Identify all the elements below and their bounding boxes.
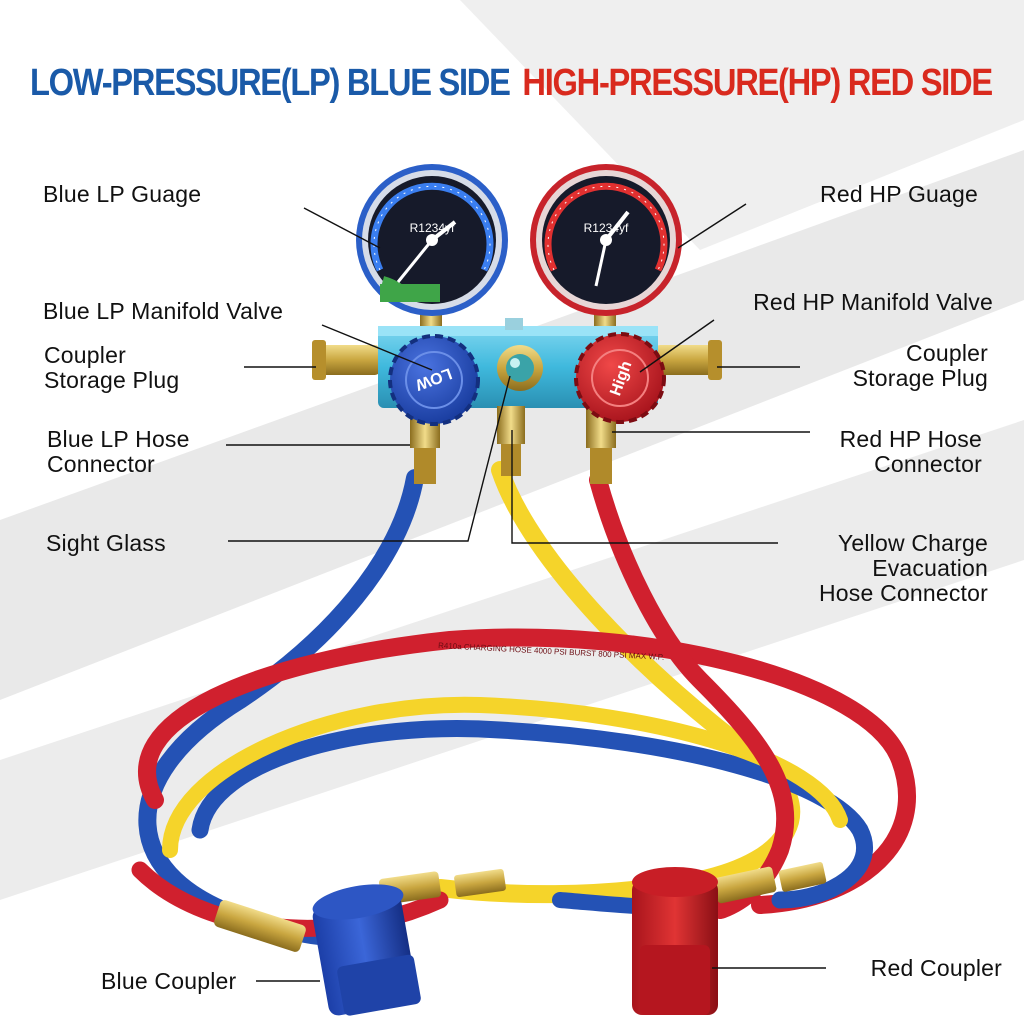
coupler-fittings	[214, 862, 827, 952]
label-blue-lp-manifold-valve: Blue LP Manifold Valve	[43, 298, 284, 324]
red-coupler	[632, 867, 718, 1015]
lp-gauge-refrigerant-text: R1234yf	[410, 221, 455, 235]
label-red-coupler: Red Coupler	[870, 955, 1002, 981]
label-line: Coupler	[906, 340, 988, 366]
blue-coupler	[312, 884, 421, 1016]
label-blue-lp-gauge: Blue LP Guage	[43, 181, 202, 207]
heading-low-pressure-side: LOW-PRESSURE(LP) BLUE SIDE	[30, 62, 511, 104]
label-coupler-storage-plug-right: Coupler Storage Plug	[853, 341, 988, 391]
label-line: Blue LP Hose	[47, 426, 190, 452]
label-line: Storage Plug	[852, 365, 988, 391]
label-line: Hose Connector	[819, 580, 988, 606]
label-red-hp-manifold-valve: Red HP Manifold Valve	[753, 289, 993, 315]
label-blue-lp-hose-connector: Blue LP Hose Connector	[47, 427, 190, 477]
label-sight-glass: Sight Glass	[46, 530, 166, 556]
label-line: Storage Plug	[44, 367, 180, 393]
leader-lines	[226, 203, 826, 982]
hp-gauge-refrigerant-text: R1234yf	[584, 221, 629, 235]
red-hp-gauge	[530, 164, 682, 316]
heading-high-pressure-side: HIGH-PRESSURE(HP) RED SIDE	[522, 62, 994, 104]
blue-lp-gauge	[356, 164, 508, 316]
label-line: Connector	[47, 451, 155, 477]
label-line: Connector	[874, 451, 982, 477]
label-red-hp-gauge: Red HP Guage	[820, 181, 978, 207]
red-hp-valve-knob	[574, 332, 666, 424]
label-yellow-charge-evacuation-hose-connector: Yellow Charge Evacuation Hose Connector	[819, 531, 988, 606]
blue-lp-valve-knob	[388, 334, 480, 426]
left-storage-plug	[312, 340, 380, 380]
label-line: Evacuation	[872, 555, 988, 581]
hose-loops	[131, 461, 916, 946]
label-line: Red HP Hose	[839, 426, 982, 452]
right-storage-plug	[655, 340, 722, 380]
label-line: Coupler	[44, 342, 126, 368]
sight-glass	[497, 345, 543, 391]
label-line: Yellow Charge	[837, 530, 988, 556]
label-red-hp-hose-connector: Red HP Hose Connector	[840, 427, 982, 477]
label-coupler-storage-plug-left: Coupler Storage Plug	[44, 343, 179, 393]
label-blue-coupler: Blue Coupler	[101, 968, 237, 994]
